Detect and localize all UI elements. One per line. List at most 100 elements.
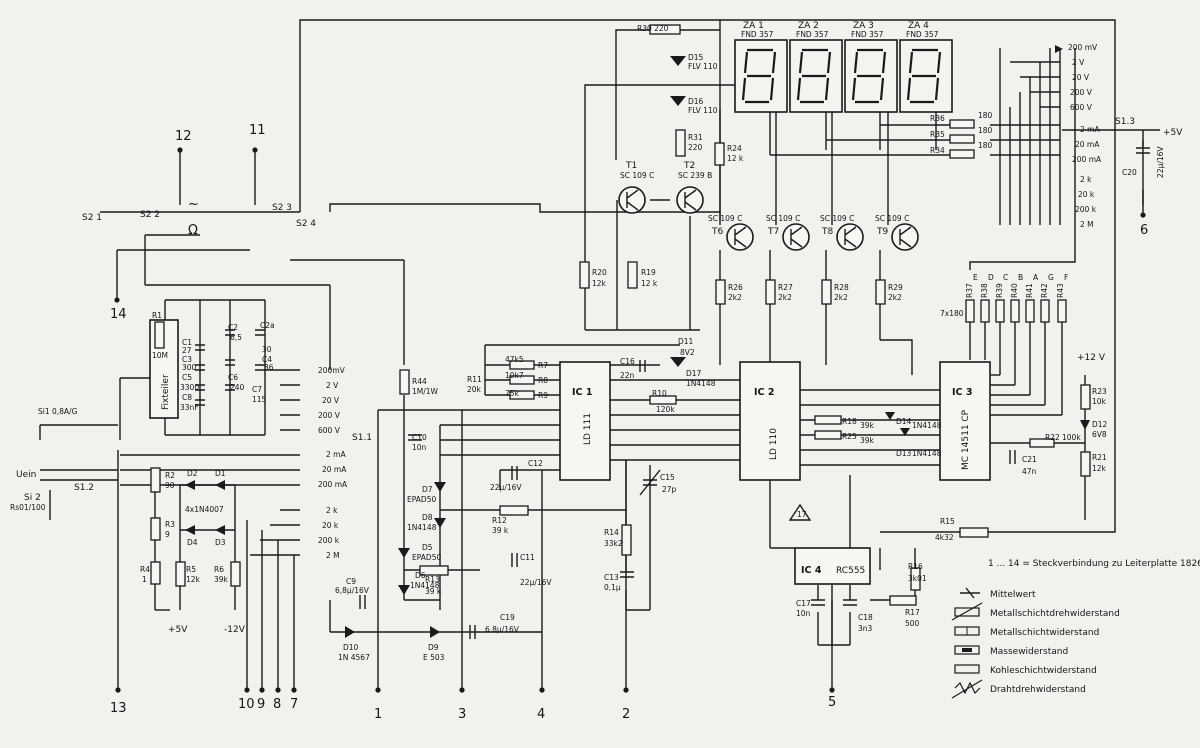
lbl-r44: R44 [412,377,427,386]
ohm-symbol: Ω [188,223,198,238]
lbl-d2: D2 [187,469,198,478]
svg-text:2k2: 2k2 [778,293,792,302]
svg-text:200 V: 200 V [318,411,341,420]
connector-8: 8 [273,697,281,712]
legend-item-2: Metallschichtdrehwiderstand [990,609,1120,619]
connector-9: 9 [257,697,265,712]
svg-text:2 V: 2 V [1072,58,1085,67]
svg-text:6,8µ/16V: 6,8µ/16V [335,586,370,595]
svg-text:180: 180 [978,126,993,135]
lbl-r39: R39 [995,283,1004,298]
svg-text:22µ/16V: 22µ/16V [490,483,522,492]
svg-text:0,1µ: 0,1µ [604,583,621,592]
svg-text:1N4148: 1N4148 [912,449,942,458]
display-za3-label: ZA 3 [853,21,874,31]
lbl-d9: D9 [428,643,439,652]
svg-text:FLV 110: FLV 110 [688,62,718,71]
connector-3: 3 [458,707,466,722]
lbl-d5: D5 [422,543,433,552]
svg-text:C: C [1003,273,1008,282]
kohleschichtwiderstand-icon [954,664,980,674]
display-za2-type: FND 357 [796,30,829,39]
svg-text:75k: 75k [505,389,520,398]
svg-text:36: 36 [264,363,274,372]
svg-text:10n: 10n [412,443,427,452]
svg-text:20 V: 20 V [322,396,340,405]
svg-text:500: 500 [905,619,920,628]
svg-text:T2: T2 [683,161,695,171]
lbl-c6: C6 [228,373,238,382]
svg-text:2 mA: 2 mA [1080,125,1100,134]
svg-text:17: 17 [797,510,807,519]
svg-text:G: G [1048,273,1054,282]
svg-text:FLV 110: FLV 110 [688,106,718,115]
svg-text:10M: 10M [152,351,168,360]
svg-text:SC 109 C: SC 109 C [620,171,654,180]
ic4-ref: IC 4 [801,565,822,576]
lbl-r24: R24 [727,144,742,153]
si1-label: Si1 0,8A/G [38,407,78,416]
lbl-c1: C1 [182,338,192,347]
ic1: IC 1 LD 111 [559,361,611,481]
svg-text:A: A [1033,273,1039,282]
legend-item-3: Metallschichtwiderstand [990,628,1099,638]
lbl-r42: R42 [1040,283,1049,298]
svg-text:20 k: 20 k [1078,190,1095,199]
lbl-r15: R15 [940,517,955,526]
lbl-r11: R11 [467,375,482,384]
transistors: T1 SC 109 C T2 SC 239 B T6 SC 109 C T7 S… [618,161,919,251]
display-za2-label: ZA 2 [798,21,819,31]
ic4: IC 4 RC555 17 [788,503,871,585]
svg-text:EPAD50: EPAD50 [407,495,436,504]
svg-text:39 k: 39 k [492,526,509,535]
svg-text:27: 27 [182,346,192,355]
svg-text:2k2: 2k2 [888,293,902,302]
svg-text:1N4148: 1N4148 [407,523,437,532]
lbl-c10: C10 [412,433,427,442]
svg-text:12 k: 12 k [641,279,658,288]
lbl-r18: R18 [842,417,857,426]
lbl-r29: R29 [888,283,903,292]
display-za1-label: ZA 1 [743,21,764,31]
lbl-r22: R22 [1045,433,1060,442]
svg-text:SC 109 C: SC 109 C [820,214,854,223]
ic1-ref: IC 1 [572,387,592,398]
display-za1-type: FND 357 [741,30,774,39]
display-za4-label: ZA 4 [908,21,929,31]
lbl-d17: D17 [686,369,702,378]
lbl-r19: R19 [641,268,656,277]
lbl-d10: D10 [343,643,359,652]
svg-text:39k: 39k [860,436,875,445]
lbl-d8: D8 [422,513,433,522]
lbl-r23: R23 [1092,387,1107,396]
metallschichtwiderstand-icon [954,626,980,636]
svg-text:3300: 3300 [180,383,199,392]
lbl-r6: R6 [214,565,224,574]
transistor-t9: T9 SC 109 C [875,214,919,251]
svg-text:12k: 12k [186,575,201,584]
svg-text:2 V: 2 V [326,381,339,390]
lbl-d16: D16 [688,97,704,106]
svg-text:F: F [1064,273,1068,282]
lbl-c7: C7 [252,385,262,394]
connector-7: 7 [290,697,298,712]
svg-text:27p: 27p [662,485,677,494]
svg-text:200 mA: 200 mA [318,480,348,489]
display-za2: ZA 2 FND 357 [789,21,843,113]
range-labels-s13: 200 mV 2 V 20 V 200 V 600 V 2 mA 20 mA 2… [1068,43,1102,229]
lbl-r36: R36 [930,114,945,123]
svg-text:2k2: 2k2 [728,293,742,302]
lbl-r12: R12 [492,516,507,525]
svg-text:3n3: 3n3 [858,624,873,633]
lbl-r3: R3 [165,520,175,529]
svg-text:22µ/16V: 22µ/16V [520,578,552,587]
svg-text:115: 115 [252,395,267,404]
svg-text:39k: 39k [860,421,875,430]
svg-text:SC 109 C: SC 109 C [766,214,800,223]
svg-text:SC 109 C: SC 109 C [708,214,742,223]
mittelwert-icon [960,587,980,599]
s12-label: S1.2 [74,483,94,493]
lbl-c16: C16 [620,357,635,366]
lbl-d1: D1 [215,469,226,478]
